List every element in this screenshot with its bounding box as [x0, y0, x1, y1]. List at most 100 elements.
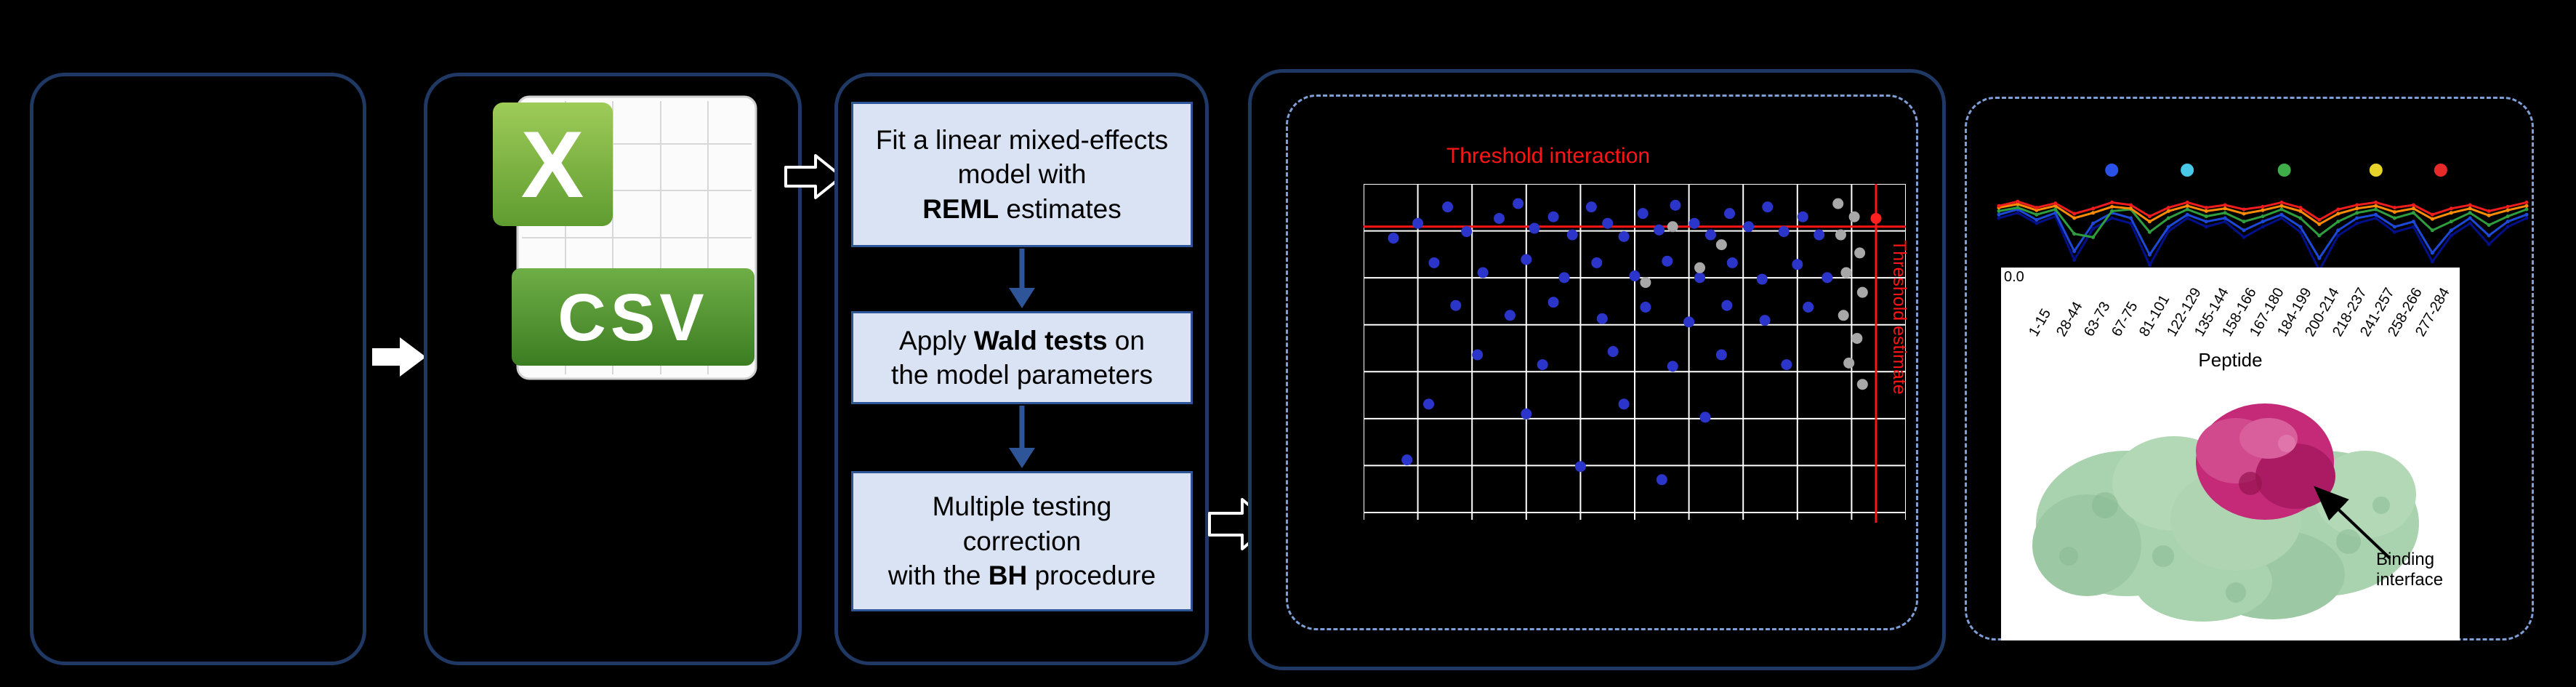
- profile-marker: [2223, 211, 2227, 215]
- profile-marker: [2430, 228, 2434, 233]
- profile-marker: [2468, 203, 2472, 207]
- step-bh-text: Multiple testing correction with the BH …: [888, 489, 1156, 592]
- profile-marker: [2072, 232, 2077, 236]
- step-wald-box: Apply Wald tests on the model parameters: [851, 311, 1193, 404]
- scatter-point: [1843, 357, 1855, 369]
- profile-marker: [2242, 207, 2246, 212]
- profile-marker: [2374, 207, 2378, 212]
- scatter-point: [1529, 222, 1540, 234]
- csv-ribbon-label: CSV: [558, 281, 708, 355]
- step-reml-pre: Fit a linear mixed-effects model with: [875, 124, 1169, 190]
- profile-marker: [2393, 210, 2396, 214]
- profile-marker: [2374, 204, 2378, 208]
- profile-marker: [2166, 229, 2170, 233]
- profile-marker: [1997, 209, 2001, 213]
- profile-marker: [2430, 217, 2434, 221]
- scatter-point: [1724, 208, 1736, 220]
- scatter-point: [1838, 310, 1849, 321]
- csv-file-icon: X CSV: [493, 95, 757, 380]
- flow-arrow-2-icon: [784, 154, 843, 199]
- scatter-point: [1472, 349, 1484, 361]
- scatter-point: [1521, 408, 1532, 419]
- profile-marker: [2317, 217, 2322, 222]
- scatter-point: [1558, 272, 1570, 284]
- scatter-point: [1667, 361, 1678, 372]
- profile-marker: [2393, 206, 2396, 210]
- profile-marker: [2166, 206, 2170, 210]
- threshold-estimate-label: Threshold estimate: [1889, 240, 1909, 395]
- excel-x-letter: X: [521, 111, 584, 217]
- profile-marker: [2204, 209, 2208, 213]
- profile-marker: [2430, 251, 2434, 255]
- scatter-point: [1574, 461, 1586, 473]
- scatter-point: [1781, 359, 1792, 371]
- peptide-profile-chart: [1997, 164, 2529, 273]
- profile-marker: [2374, 212, 2378, 217]
- scatter-point: [1602, 217, 1614, 229]
- profile-marker: [2374, 200, 2378, 204]
- profile-marker: [2072, 258, 2077, 262]
- profile-marker: [2242, 228, 2246, 233]
- profile-marker: [2317, 256, 2322, 260]
- scatter-point: [1442, 201, 1454, 213]
- scatter-point: [1537, 359, 1548, 371]
- profile-marker: [2449, 206, 2453, 211]
- scatter-point: [1778, 226, 1790, 238]
- profile-marker: [2129, 221, 2133, 225]
- scatter-point: [1428, 257, 1440, 268]
- profile-marker: [2487, 233, 2491, 238]
- scatter-point: [1743, 221, 1755, 233]
- scatter-point: [1756, 273, 1768, 285]
- profile-marker: [2393, 230, 2396, 234]
- scatter-point: [1591, 257, 1603, 268]
- scatter-point: [1848, 211, 1860, 222]
- profile-marker: [2034, 206, 2039, 210]
- profile-marker: [2355, 216, 2359, 220]
- profile-marker: [2242, 212, 2246, 216]
- step-wald-post: on the model parameters: [891, 325, 1153, 390]
- scatter-title: Threshold interaction: [1446, 144, 1651, 168]
- step-down-arrow-2-icon: [1009, 406, 1035, 468]
- scatter-point: [1699, 411, 1711, 423]
- scatter-point: [1835, 229, 1846, 241]
- profile-marker: [2336, 233, 2340, 238]
- profile-marker: [2279, 204, 2284, 208]
- profile-marker: [2053, 207, 2058, 212]
- profile-marker: [2129, 206, 2133, 211]
- profile-marker: [2223, 203, 2227, 207]
- scatter-point: [1726, 257, 1738, 268]
- step-bh-box: Multiple testing correction with the BH …: [851, 471, 1193, 611]
- profile-marker: [2242, 220, 2246, 224]
- profile-marker: [2034, 212, 2039, 217]
- profile-marker: [2223, 216, 2227, 220]
- profile-marker: [2016, 206, 2020, 210]
- profile-marker: [2468, 216, 2472, 220]
- scatter-point: [1607, 346, 1619, 358]
- peptide-tick-label: 1-15: [2026, 306, 2055, 340]
- step-bh-post: procedure: [1027, 561, 1156, 591]
- profile-marker: [2261, 208, 2265, 212]
- peptide-tick-label: 67-75: [2109, 299, 2141, 340]
- profile-marker: [2034, 208, 2039, 212]
- profile-marker: [2374, 216, 2378, 220]
- condition-dot: [2434, 164, 2447, 177]
- scatter-point: [1670, 199, 1681, 211]
- scatter-point: [1662, 255, 1673, 267]
- profile-marker: [2487, 223, 2491, 228]
- scatter-point: [1870, 212, 1882, 224]
- condition-dot: [2105, 164, 2119, 177]
- step-down-arrow-1-icon: [1009, 249, 1035, 308]
- profile-marker: [2110, 204, 2114, 209]
- profile-marker: [2034, 217, 2039, 222]
- scatter-point: [1637, 208, 1649, 220]
- step-wald-bold: Wald tests: [973, 325, 1108, 355]
- scatter-point: [1856, 379, 1868, 390]
- profile-marker: [2355, 211, 2359, 215]
- profile-marker: [2430, 260, 2434, 264]
- profile-marker: [2091, 211, 2096, 215]
- scatter-point: [1792, 259, 1803, 270]
- condition-dot: [2277, 164, 2291, 177]
- profile-marker: [2411, 220, 2415, 224]
- profile-marker: [2298, 206, 2303, 210]
- profile-marker: [2487, 209, 2491, 213]
